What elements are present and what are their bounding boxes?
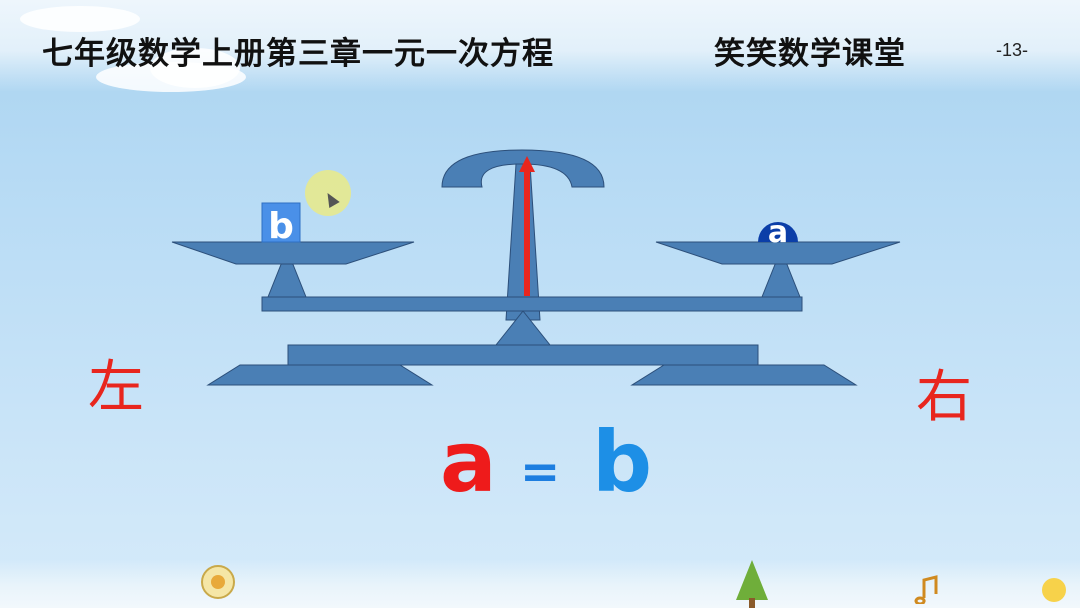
balance-left-foot <box>206 364 434 386</box>
equation-lhs: a <box>440 413 497 511</box>
balance-handle <box>441 149 605 188</box>
right-side-label: 右 <box>916 365 972 430</box>
balance-base <box>287 344 759 366</box>
cursor-highlight <box>305 170 351 216</box>
sun-icon <box>1042 578 1066 602</box>
weight-b: b <box>261 202 301 247</box>
balance-right-foot <box>630 364 858 386</box>
ground-decoration <box>0 560 1080 608</box>
cloud-decoration <box>150 48 240 88</box>
equation-operator: = <box>520 444 561 500</box>
tree-icon <box>736 560 768 608</box>
music-note-icon <box>914 575 938 604</box>
right-pan-support <box>761 261 801 298</box>
weight-a: a <box>758 215 798 250</box>
lesson-title: 七年级数学上册第三章一元一次方程 <box>42 36 554 72</box>
balance-beam <box>261 296 803 312</box>
left-pan <box>171 241 415 265</box>
left-pan-support <box>267 261 307 298</box>
brand-title: 笑笑数学课堂 <box>714 36 906 72</box>
cloud-decoration <box>20 6 140 32</box>
weight-a-label: a <box>768 215 788 250</box>
page-number: -13- <box>996 40 1029 60</box>
right-pan <box>655 241 901 265</box>
left-side-label: 左 <box>88 355 144 420</box>
equation-rhs: b <box>592 413 653 511</box>
flower-icon <box>201 565 235 599</box>
weight-b-label: b <box>268 206 294 247</box>
balance-center-foot <box>494 310 552 346</box>
balance-pointer <box>519 156 535 296</box>
